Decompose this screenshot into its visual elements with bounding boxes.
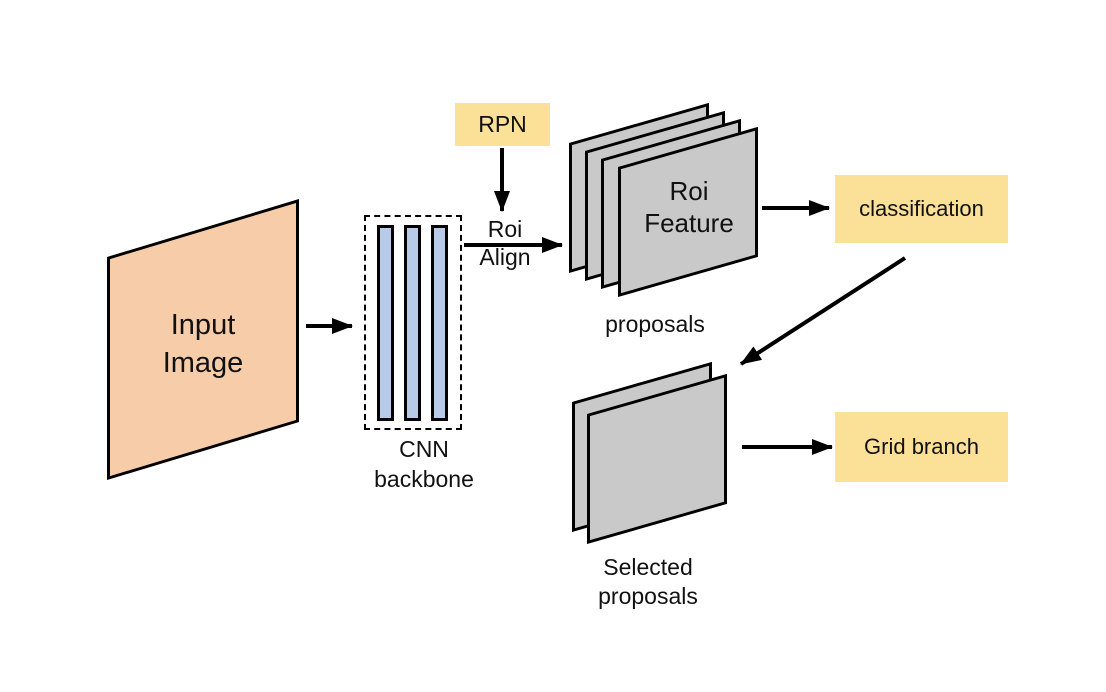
classification-box: classification [835,175,1008,243]
rpn-label: RPN [478,111,527,137]
grid-branch-box: Grid branch [835,412,1008,482]
cnn-layer-bar [377,225,394,421]
selected-proposals-caption: Selected proposals [598,554,698,609]
roi-feature-label: Roi Feature [644,176,734,238]
cnn-backbone-box [364,215,462,430]
grid-branch-label: Grid branch [864,434,979,459]
classification-label: classification [859,196,984,221]
cnn-layer-bar [404,225,421,421]
cnn-layer-bar [431,225,448,421]
rpn-box: RPN [455,103,550,146]
cnn-backbone-label: CNN backbone [374,436,474,492]
roi-align-label: Roi Align [479,216,531,270]
arrow-classification-to-selected [739,256,907,366]
input-image-label: Input Image [162,309,244,379]
proposals-caption: proposals [605,311,705,337]
